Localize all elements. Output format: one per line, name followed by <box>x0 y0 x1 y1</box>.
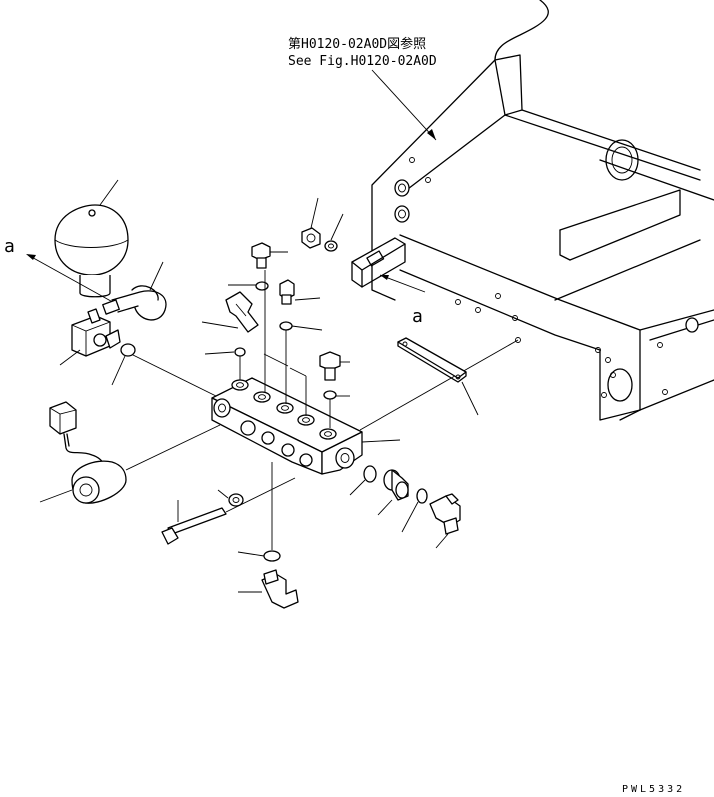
frame-bolts <box>394 179 699 333</box>
manifold-end-port <box>335 447 355 469</box>
plug-bolt <box>319 351 350 381</box>
solenoid-connector <box>49 401 111 471</box>
marker-a-left: a <box>4 236 15 257</box>
o-ring-top-3 <box>279 321 293 331</box>
frame-rear-hole <box>607 368 633 402</box>
hose-clip <box>102 261 167 321</box>
reference-line-ja: 第H0120-02A0D図参照 <box>288 36 426 52</box>
mounting-bracket <box>351 237 426 293</box>
marker-a-right: a <box>412 306 423 327</box>
o-ring-right-2 <box>401 488 428 533</box>
reference-line-en: See Fig.H0120-02A0D <box>288 54 437 69</box>
valve-manifold <box>211 339 519 475</box>
accumulator <box>54 179 129 298</box>
solenoid-coil <box>39 424 221 504</box>
frame-crossmember <box>559 189 681 261</box>
elbow-fitting-45 <box>201 291 259 333</box>
frame-upright <box>494 54 523 116</box>
manifold-front-ports <box>213 398 313 467</box>
frame-top-curve <box>494 0 549 61</box>
o-ring-bottom <box>263 550 281 562</box>
reference-arrowhead <box>427 129 436 140</box>
elbow-fitting-bottom <box>238 569 299 609</box>
long-bolt <box>161 477 296 545</box>
o-ring-left <box>111 343 219 398</box>
o-ring-top-4 <box>323 390 337 400</box>
o-ring-top-1 <box>255 281 269 291</box>
frame-top-rail <box>504 114 701 181</box>
frame-assembly <box>371 0 714 421</box>
frame-holes <box>409 157 668 398</box>
elbow-fitting-right <box>429 493 461 549</box>
straight-fitting <box>279 279 321 305</box>
frame-top-grommet <box>605 139 639 181</box>
manifold-top-ports <box>231 379 337 440</box>
drawing-code: PWL5332 <box>622 784 685 795</box>
washer-bolt <box>217 489 244 507</box>
nut <box>301 197 321 249</box>
o-ring-right <box>349 465 377 496</box>
arrow-a-left <box>26 254 119 306</box>
reference-note: 第H0120-02A0D図参照 See Fig.H0120-02A0D <box>288 36 437 141</box>
frame-rear-box <box>599 349 641 421</box>
adapter-fitting <box>377 469 409 516</box>
o-ring-top-2 <box>234 347 246 357</box>
check-valve <box>59 308 121 366</box>
bolt-top <box>251 242 288 269</box>
reference-leader <box>371 69 437 141</box>
frame-far-rail <box>599 159 714 201</box>
washer <box>324 213 344 252</box>
gasket-plate <box>397 337 479 416</box>
